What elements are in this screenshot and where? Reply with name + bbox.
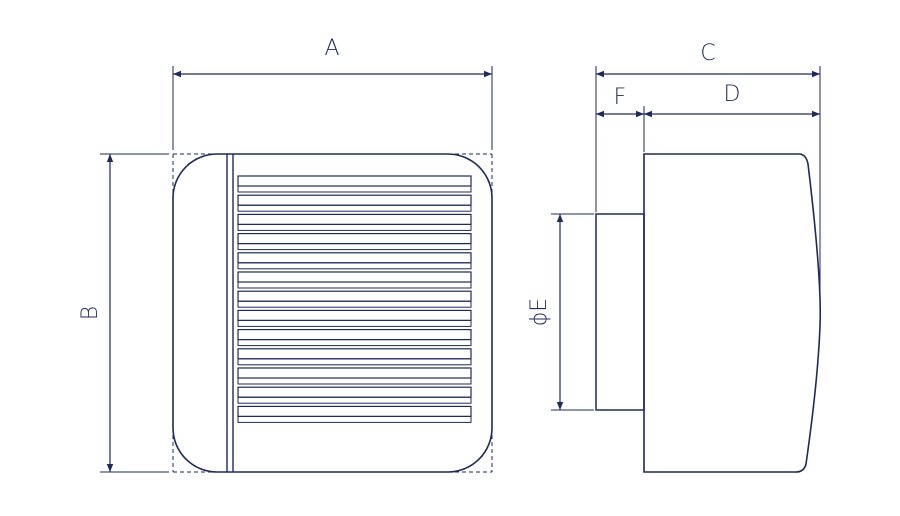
side-housing (643, 153, 822, 473)
grille-slat-lip (237, 262, 472, 270)
grille-slat-lip (237, 377, 472, 385)
grille-slat (237, 175, 472, 187)
ventilation-grille (237, 175, 472, 423)
grille-slat (237, 194, 472, 206)
spigot (595, 213, 645, 411)
grille-slat-lip (237, 339, 472, 347)
grille-slat (237, 367, 472, 379)
grille-slat (237, 405, 472, 417)
grille-slat-lip (237, 300, 472, 308)
grille-slat-lip (237, 223, 472, 231)
grille-slat-lip (237, 281, 472, 289)
front-view: A B (78, 36, 493, 473)
grille-slat (237, 213, 472, 225)
grille-slat-lip (237, 185, 472, 193)
dimension-f-label: F (614, 85, 627, 110)
grille-slat-lip (237, 319, 472, 327)
dimension-e-label: ϕE (527, 298, 552, 326)
dimension-d-label: D (724, 82, 741, 107)
dimension-f: F (596, 85, 645, 152)
grille-slat (237, 309, 472, 321)
dimension-b: B (78, 153, 169, 473)
dimension-c-label: C (700, 41, 715, 66)
grille-slat (237, 290, 472, 302)
bounding-guides (172, 153, 493, 473)
dimension-e: ϕE (527, 213, 594, 411)
grille-slat (237, 233, 472, 245)
grille-slat (237, 348, 472, 360)
grille-slat-lip (237, 396, 472, 404)
grille-slat-lip (237, 204, 472, 212)
grille-slat (237, 329, 472, 341)
grille-slat-lip (237, 358, 472, 366)
grille-slat (237, 271, 472, 283)
dimension-a: A (172, 36, 493, 150)
grille-slat-lip (237, 415, 472, 423)
dimension-c: C (595, 41, 821, 300)
grille-slat (237, 252, 472, 264)
grille-slat-lip (237, 243, 472, 251)
dimension-d: D (644, 82, 820, 118)
dimension-a-label: A (324, 36, 339, 61)
dimension-b-label: B (78, 306, 103, 320)
front-housing (172, 153, 493, 473)
grille-slat (237, 386, 472, 398)
side-view: C F D ϕE (527, 41, 822, 473)
